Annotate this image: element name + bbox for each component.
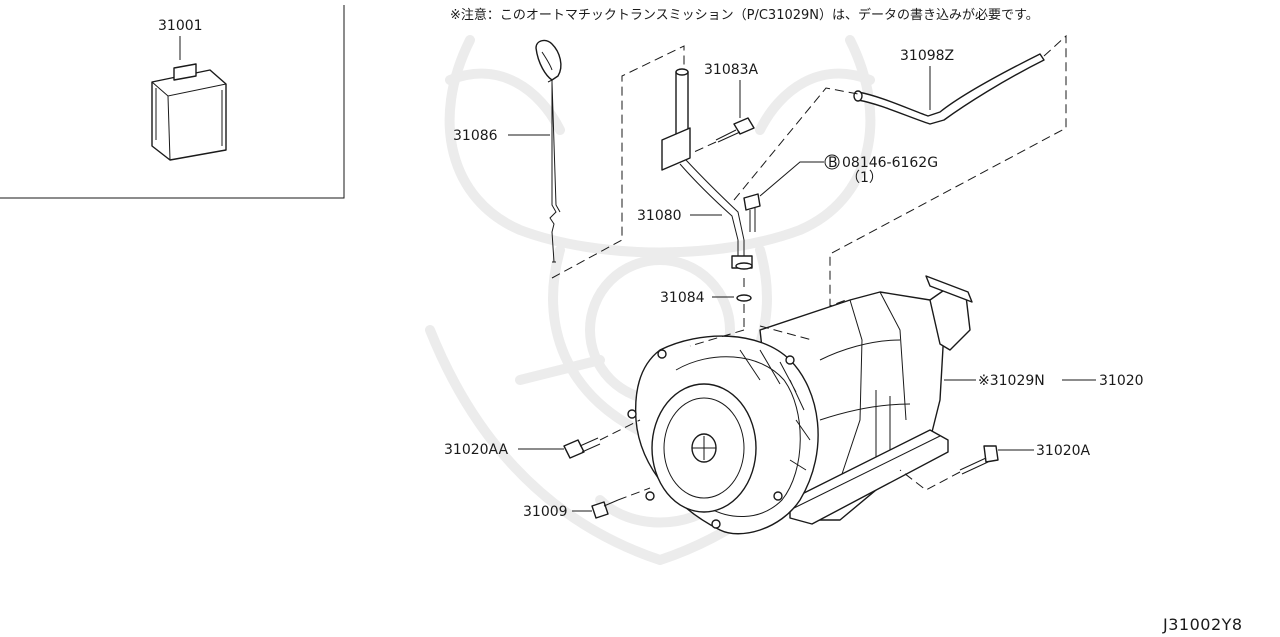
label-31009: 31009 (523, 504, 568, 520)
requirement-note: ※注意：このオートマチックトランスミッション（P/C31029N）は、データの書… (450, 7, 1039, 23)
label-31029n: ※31029N (978, 373, 1045, 389)
label-31020aa: 31020AA (444, 442, 509, 458)
dipstick-icon (535, 39, 562, 263)
breather-hose-icon (853, 53, 1045, 125)
diagram-reference-code: J31002Y8 (1162, 615, 1243, 634)
transmission-icon (627, 275, 973, 535)
o-ring-31084-icon (736, 294, 752, 302)
label-31098z: 31098Z (900, 48, 954, 64)
label-31080: 31080 (637, 208, 682, 224)
bolt-symbol-badge (824, 154, 840, 170)
label-31084: 31084 (660, 290, 705, 306)
label-31001: 31001 (158, 18, 203, 34)
bolt-31083a-icon (715, 117, 755, 143)
label-31020a: 31020A (1036, 443, 1091, 459)
label-31086: 31086 (453, 128, 498, 144)
bolt-08146-icon (743, 193, 761, 232)
label-08146-6162g: 08146-6162G (842, 155, 938, 171)
bolt-31009-icon (591, 499, 619, 519)
label-08146-qty: （1） (846, 170, 883, 186)
label-31020: 31020 (1099, 373, 1144, 389)
bolt-symbol-letter: B (828, 155, 838, 171)
inset-frame (0, 5, 345, 199)
bolt-31020aa-icon (563, 437, 601, 459)
fluid-can-icon (151, 63, 227, 161)
filler-tube-icon (661, 68, 753, 270)
label-31083a: 31083A (704, 62, 759, 78)
bolt-31020a-icon (959, 445, 999, 475)
